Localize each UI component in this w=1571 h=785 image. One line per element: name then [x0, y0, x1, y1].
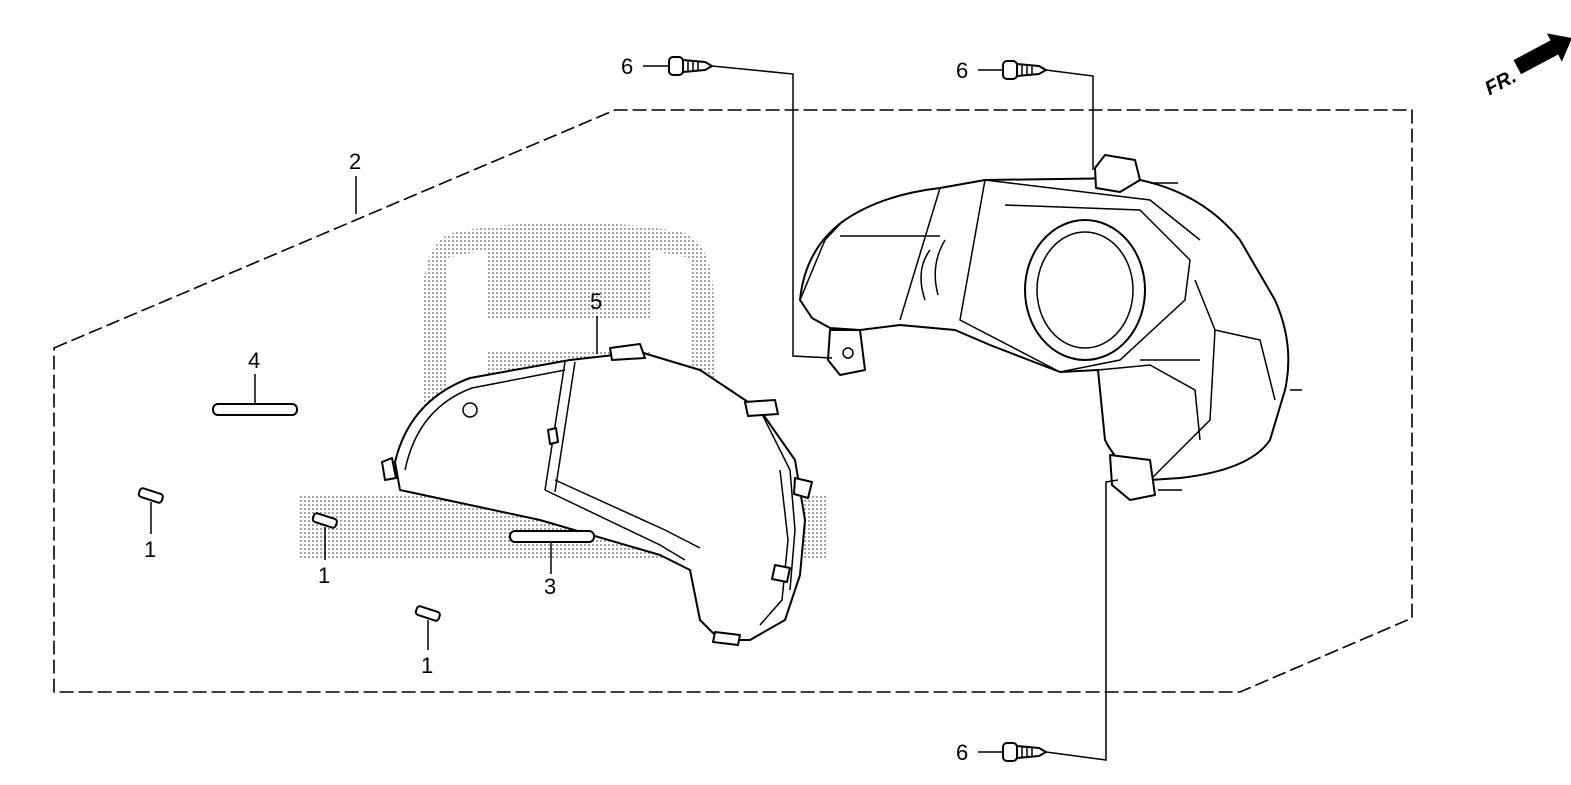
leader-lines	[150, 65, 1119, 761]
callout-4: 4	[248, 348, 260, 373]
screw-6c	[1002, 742, 1047, 762]
screw-6a	[668, 56, 713, 76]
meter-lens	[381, 343, 813, 646]
light-guide-4	[212, 403, 298, 416]
callout-6: 6	[956, 740, 968, 765]
assembly-dashed-outline	[53, 109, 1413, 693]
bulb-1a	[137, 487, 164, 504]
light-guide-3	[509, 530, 595, 543]
direction-label: FR.	[1481, 65, 1520, 100]
callout-1: 1	[318, 563, 330, 588]
callout-6: 6	[621, 54, 633, 79]
callout-1: 1	[144, 537, 156, 562]
direction-arrow-icon	[1513, 33, 1571, 75]
callout-5: 5	[590, 289, 602, 314]
callout-2: 2	[349, 149, 361, 174]
callout-1: 1	[421, 653, 433, 678]
meter-housing	[799, 154, 1302, 501]
screw-6b	[1002, 60, 1047, 80]
callout-6: 6	[956, 58, 968, 83]
bulb-1c	[414, 605, 441, 622]
bulb-1b	[311, 512, 338, 529]
callout-3: 3	[544, 574, 556, 599]
front-direction-indicator: FR.	[1481, 33, 1571, 100]
